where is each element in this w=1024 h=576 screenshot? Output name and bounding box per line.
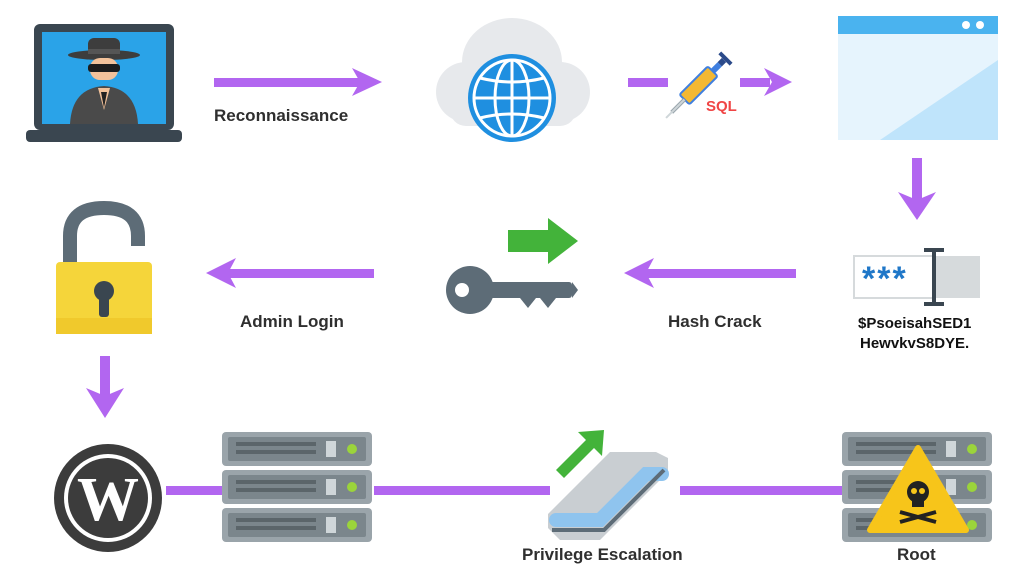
arrow-down-lock: [86, 356, 124, 418]
cloud-globe-icon: [436, 18, 590, 142]
svg-text:W: W: [77, 466, 139, 534]
hacker-laptop-icon: [26, 24, 182, 142]
hash-line-2: HewvkvS8DYE.: [860, 335, 970, 352]
password-field-icon: [853, 248, 980, 306]
arrow-down-browser: [898, 158, 936, 220]
arrow-admin-login: [206, 258, 374, 288]
label-sql: SQL: [706, 98, 737, 115]
green-arrow-icon: [508, 218, 578, 264]
syringe-icon: [665, 51, 733, 119]
label-reconnaissance: Reconnaissance: [214, 106, 349, 125]
arrow-recon: [214, 68, 382, 96]
open-padlock-icon: [56, 200, 152, 334]
label-privilege-escalation: Privilege Escalation: [522, 545, 683, 564]
hash-line-1: $PsoeisahSED1: [858, 315, 972, 332]
label-hash-crack: Hash Crack: [668, 312, 762, 331]
arrow-sql: [628, 68, 792, 96]
server-rack-icon: [222, 432, 372, 542]
password-mask: ***: [862, 260, 908, 298]
key-icon: [446, 266, 578, 314]
warning-skull-icon: [867, 445, 969, 533]
browser-window-icon: [838, 16, 998, 140]
bottom-line: [166, 486, 844, 495]
label-admin-login: Admin Login: [240, 312, 344, 331]
label-root: Root: [897, 545, 936, 564]
arrow-hash-crack: [624, 258, 796, 288]
escalator-icon: [548, 452, 669, 540]
green-arrow-up-icon: [556, 430, 604, 478]
wordpress-logo-icon: W: [54, 444, 162, 552]
